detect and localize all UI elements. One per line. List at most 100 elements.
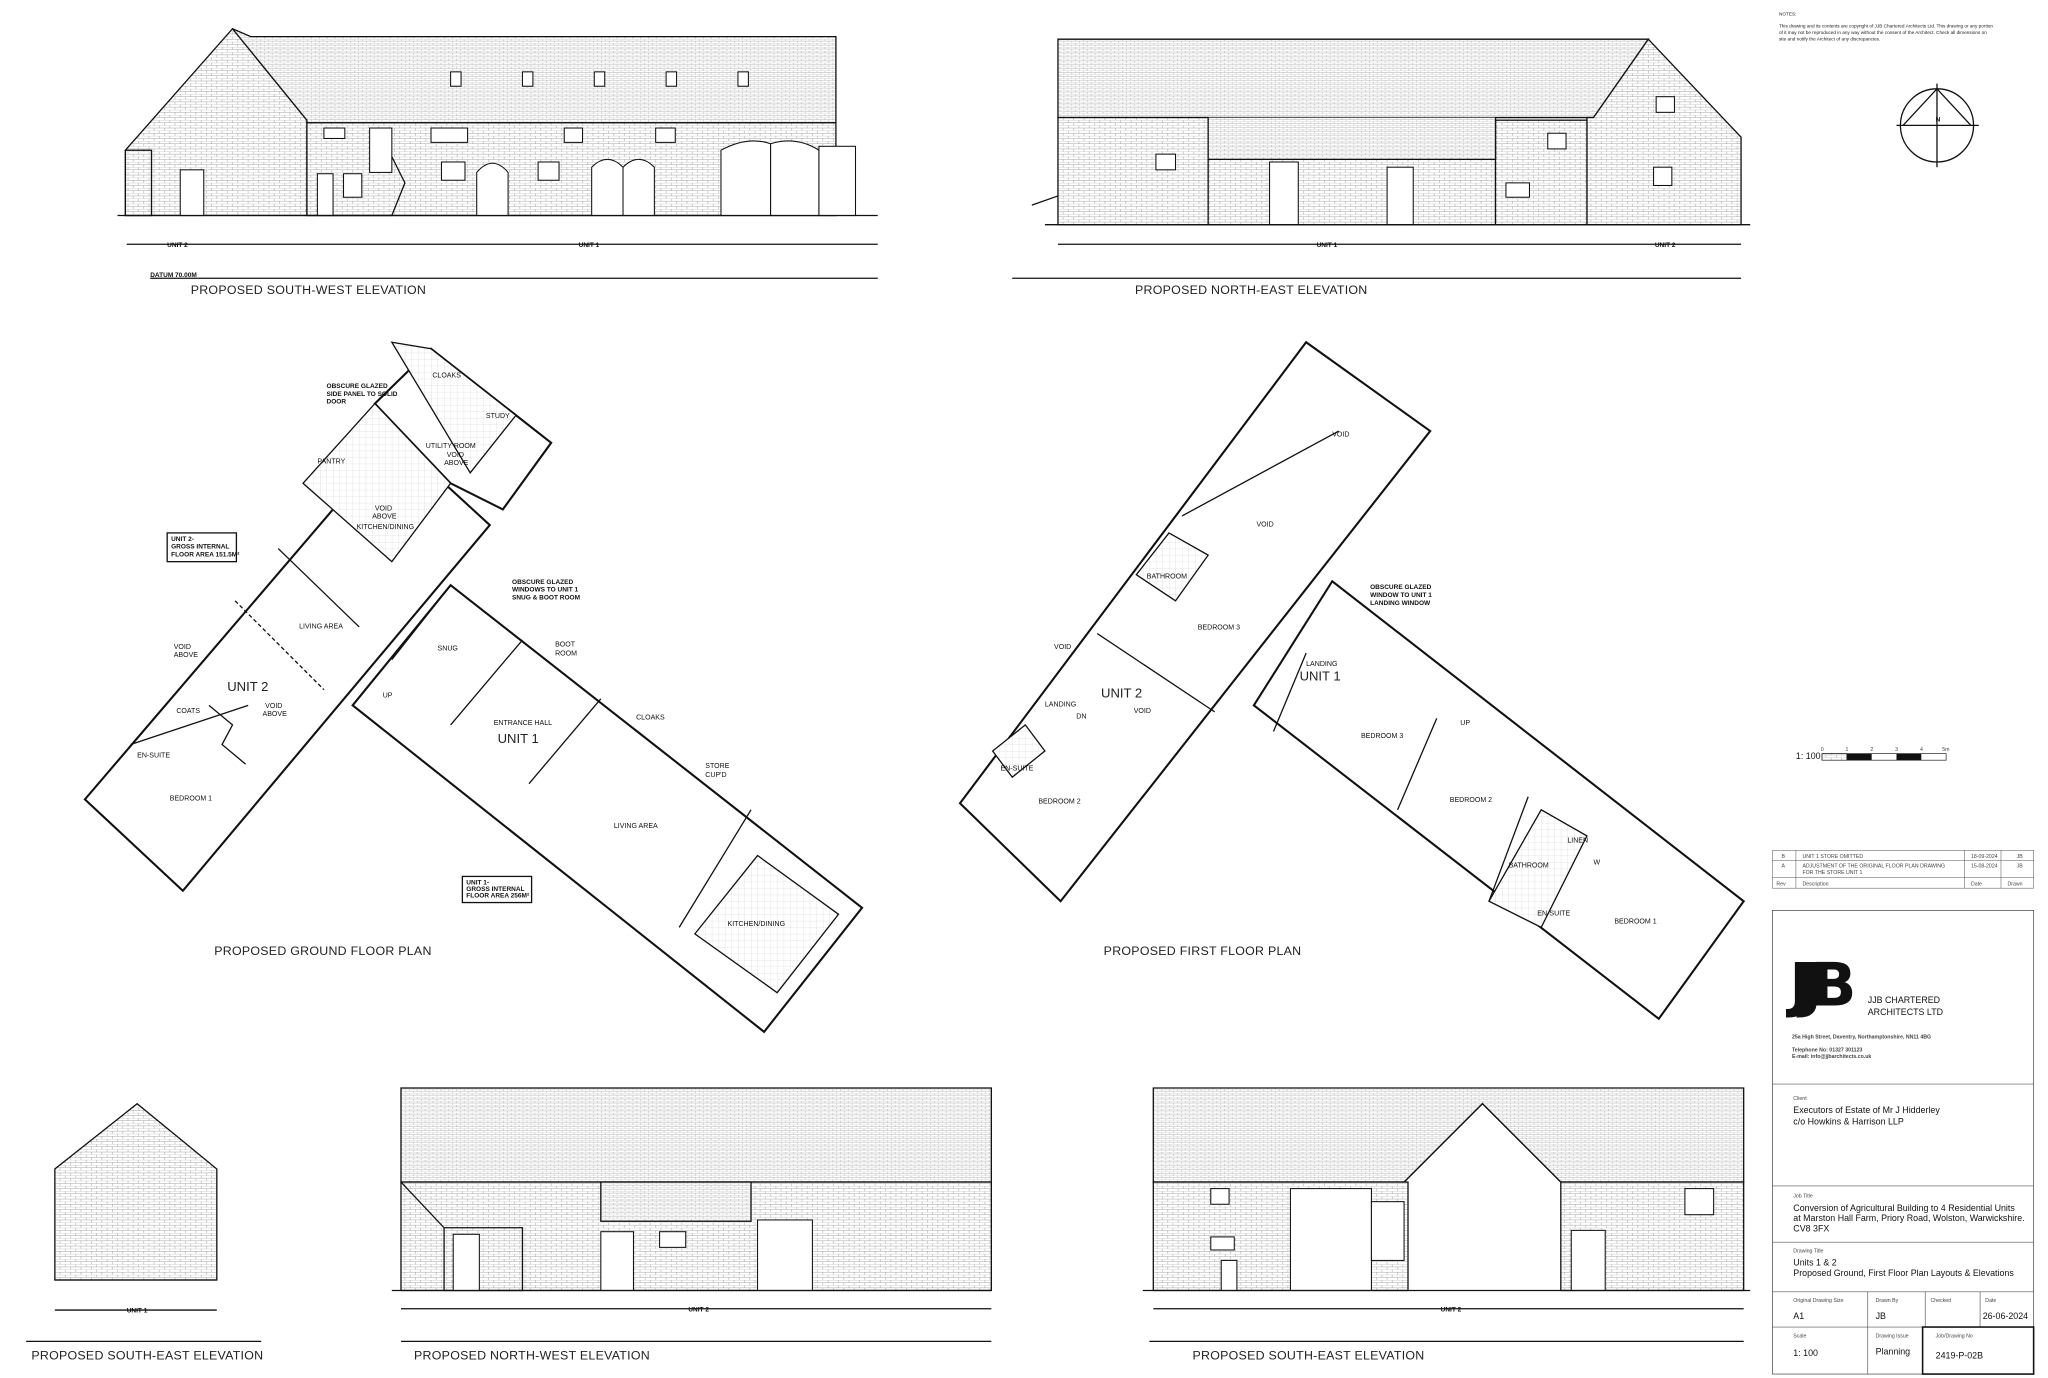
- revision-description: UNIT 1 STORE OMITTED: [1802, 854, 1863, 860]
- drawing-size: A1: [1793, 1311, 1804, 1321]
- revision-header: Rev: [1776, 882, 1786, 888]
- room-label: LANDING: [1045, 702, 1076, 709]
- ground-floor-plan: CLOAKS STUDY UTILITY ROOM VOID ABOVE PAN…: [83, 341, 864, 1034]
- room-label: LIVING AREA: [614, 823, 658, 830]
- revision-date: 15-08-2024: [1971, 863, 1998, 869]
- room-label: BOOT: [555, 642, 576, 649]
- dim-unit2: UNIT 2: [688, 1306, 709, 1313]
- room-label: UP: [383, 692, 393, 699]
- room-label: BATHROOM: [1147, 574, 1187, 581]
- room-label: VOID: [1054, 644, 1071, 651]
- unit-1-label: UNIT 1: [498, 731, 539, 746]
- room-label: VOID: [447, 452, 464, 459]
- title-block: JJB JJB CHARTERED ARCHITECTS LTD 25a Hig…: [1772, 909, 2035, 1375]
- annotation-text: GROSS INTERNAL: [466, 886, 524, 893]
- revision-drawn: JB: [2017, 854, 2024, 860]
- annotation-text: DOOR: [327, 399, 347, 406]
- north-west-elevation: UNIT 2 PROPOSED NORTH-WEST ELEVATION: [391, 1087, 992, 1363]
- revision-rev: A: [1782, 863, 1786, 869]
- annotation-text: FLOOR AREA 151.5M²: [171, 551, 240, 558]
- drawing-date: 26-06-2024: [1983, 1311, 2028, 1321]
- room-label: VOID: [375, 506, 392, 513]
- room-label: KITCHEN/DINING: [357, 524, 415, 531]
- scale-tick: 4: [1920, 747, 1923, 753]
- room-label: ENTRANCE HALL: [494, 720, 552, 727]
- room-label: BEDROOM 2: [1038, 798, 1080, 805]
- room-label: COATS: [176, 708, 200, 715]
- south-east-elevation-small: UNIT 1 PROPOSED SOUTH-EAST ELEVATION: [26, 1102, 263, 1363]
- date-label: Date: [1985, 1298, 1996, 1304]
- room-label: BEDROOM 3: [1361, 733, 1403, 740]
- drawing-title: Proposed Ground, First Floor Plan Layout…: [1793, 1268, 2014, 1278]
- notes-heading: NOTES:: [1779, 12, 1796, 17]
- annotation-text: GROSS INTERNAL: [171, 544, 229, 551]
- unit-1-label: UNIT 1: [1300, 669, 1341, 684]
- annotation-text: OBSCURE GLAZED: [512, 579, 573, 586]
- annotation-text: FLOOR AREA 256M²: [466, 892, 530, 899]
- room-label: ABOVE: [444, 460, 469, 467]
- client-name: c/o Howkins & Harrison LLP: [1793, 1117, 1904, 1127]
- company-name: JJB CHARTERED: [1868, 995, 1940, 1005]
- unit-1-area-box: UNIT 1- GROSS INTERNAL FLOOR AREA 256M²: [461, 875, 533, 904]
- annotation-text: OBSCURE GLAZED: [1370, 584, 1431, 591]
- south-east-elevation-small-title: PROPOSED SOUTH-EAST ELEVATION: [31, 1349, 263, 1363]
- revision-rev: B: [1782, 854, 1786, 860]
- room-label: KITCHEN/DINING: [728, 921, 786, 928]
- dim-unit1: UNIT 1: [579, 242, 600, 249]
- north-arrow-icon: N: [1896, 83, 1979, 168]
- room-label: STUDY: [486, 413, 510, 420]
- dim-unit2: UNIT 2: [1441, 1306, 1462, 1313]
- room-label: UTILITY ROOM: [426, 443, 476, 450]
- south-east-elevation: UNIT 2 PROPOSED SOUTH-EAST ELEVATION: [1142, 1087, 1751, 1363]
- south-west-elevation-title: PROPOSED SOUTH-WEST ELEVATION: [191, 283, 426, 297]
- room-label: CUP'D: [705, 772, 726, 779]
- drawing-no-label: Job/Drawing No: [1936, 1333, 1973, 1339]
- room-label: ROOM: [555, 651, 577, 658]
- room-label: LINEN: [1567, 837, 1588, 844]
- scale-tick: 3: [1895, 747, 1898, 753]
- room-label: EN-SUITE: [137, 753, 170, 760]
- room-label: VOID: [1134, 708, 1151, 715]
- annotation-text: UNIT 2-: [171, 536, 194, 543]
- drawing-issue: Planning: [1876, 1346, 1911, 1356]
- annotation-text: SNUG & BOOT ROOM: [512, 595, 580, 602]
- annotation-text: UNIT 1-: [466, 879, 489, 886]
- revision-drawn: JB: [2017, 863, 2024, 869]
- notes: NOTES: This drawing and its contents are…: [1779, 12, 1993, 42]
- room-label: ABOVE: [372, 514, 397, 521]
- room-label: BEDROOM 1: [170, 796, 212, 803]
- room-label: UP: [1460, 720, 1470, 727]
- company-telephone: Telephone No: 01327 301123: [1792, 1047, 1862, 1053]
- ground-floor-plan-title: PROPOSED GROUND FLOOR PLAN: [214, 944, 431, 958]
- scale-label: Scale: [1793, 1333, 1806, 1339]
- unit-2-label: UNIT 2: [227, 679, 268, 694]
- room-label: ABOVE: [174, 652, 199, 659]
- company-address: 25a High Street, Daventry, Northamptonsh…: [1792, 1034, 1931, 1040]
- annotation-text: WINDOWS TO UNIT 1: [512, 587, 578, 594]
- north-east-elevation: UNIT 1 UNIT 2 PROPOSED NORTH-EAST ELEVAT…: [1012, 38, 1751, 297]
- room-label: BEDROOM 1: [1614, 918, 1656, 925]
- unit-2-label: UNIT 2: [1101, 685, 1142, 700]
- room-label: W: [1593, 860, 1600, 867]
- room-label: LANDING: [1306, 661, 1337, 668]
- revision-date: 18-09-2024: [1971, 854, 1998, 860]
- scale-tick: 1: [1846, 747, 1849, 753]
- room-label: CLOAKS: [636, 715, 665, 722]
- job-title-label: Job Title: [1793, 1194, 1813, 1200]
- jjb-logo: JJB: [1785, 951, 1852, 1021]
- annotation-text: OBSCURE GLAZED: [327, 383, 388, 390]
- revisions-table: B UNIT 1 STORE OMITTED 18-09-2024 JB A A…: [1772, 850, 2034, 889]
- scale-value: 1: 100: [1793, 1348, 1818, 1358]
- scale-tick: 2: [1870, 747, 1873, 753]
- checked-label: Checked: [1930, 1298, 1951, 1304]
- notes-line: of it may not be reproduced in any way w…: [1779, 30, 1987, 35]
- north-label: N: [1936, 116, 1941, 123]
- room-label: VOID: [174, 644, 191, 651]
- scale-bar: 1: 100 0 1 2 3 4 5m: [1796, 747, 1950, 761]
- notes-line: site and notify the Architect of any dis…: [1779, 37, 1880, 42]
- annotation-text: SIDE PANEL TO SOLID: [327, 391, 398, 398]
- north-west-elevation-title: PROPOSED NORTH-WEST ELEVATION: [414, 1349, 650, 1363]
- room-label: DN: [1076, 713, 1086, 720]
- dim-unit1: UNIT 1: [127, 1308, 148, 1315]
- room-label: VOID: [1332, 431, 1349, 438]
